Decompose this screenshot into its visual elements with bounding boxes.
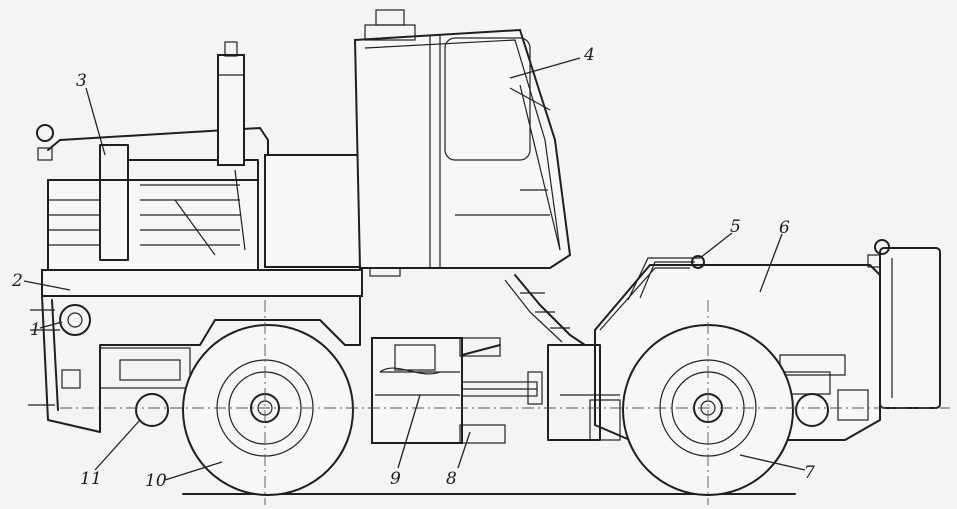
callout-3: 3: [76, 71, 87, 91]
hitch-disc: [59, 304, 91, 336]
front-roller: [795, 393, 829, 427]
exhaust-pipe: [217, 41, 245, 166]
callout-11: 11: [80, 469, 102, 489]
cab-steps: [504, 274, 586, 346]
callout-9: 9: [390, 469, 401, 489]
callout-7: 7: [804, 463, 815, 483]
rear-roller: [135, 393, 169, 427]
callout-10: 10: [145, 471, 167, 491]
hydraulic-line-2: [627, 257, 700, 301]
engine-hood: [36, 124, 269, 271]
hydraulic-line: [639, 261, 695, 299]
cab: [353, 9, 572, 277]
rear-wheel: [182, 324, 354, 496]
callout-8: 8: [446, 469, 457, 489]
callout-5: 5: [730, 217, 741, 237]
callout-1: 1: [30, 320, 41, 340]
fuel-tank: [264, 154, 361, 268]
callout-2: 2: [11, 271, 23, 291]
articulation-joint: [371, 337, 543, 444]
callout-4: 4: [583, 45, 595, 65]
callout-6: 6: [779, 218, 790, 238]
front-bumper: [867, 239, 941, 409]
rear-frame: [28, 269, 363, 433]
leader-lines: [23, 57, 806, 481]
fitting: [691, 255, 705, 269]
